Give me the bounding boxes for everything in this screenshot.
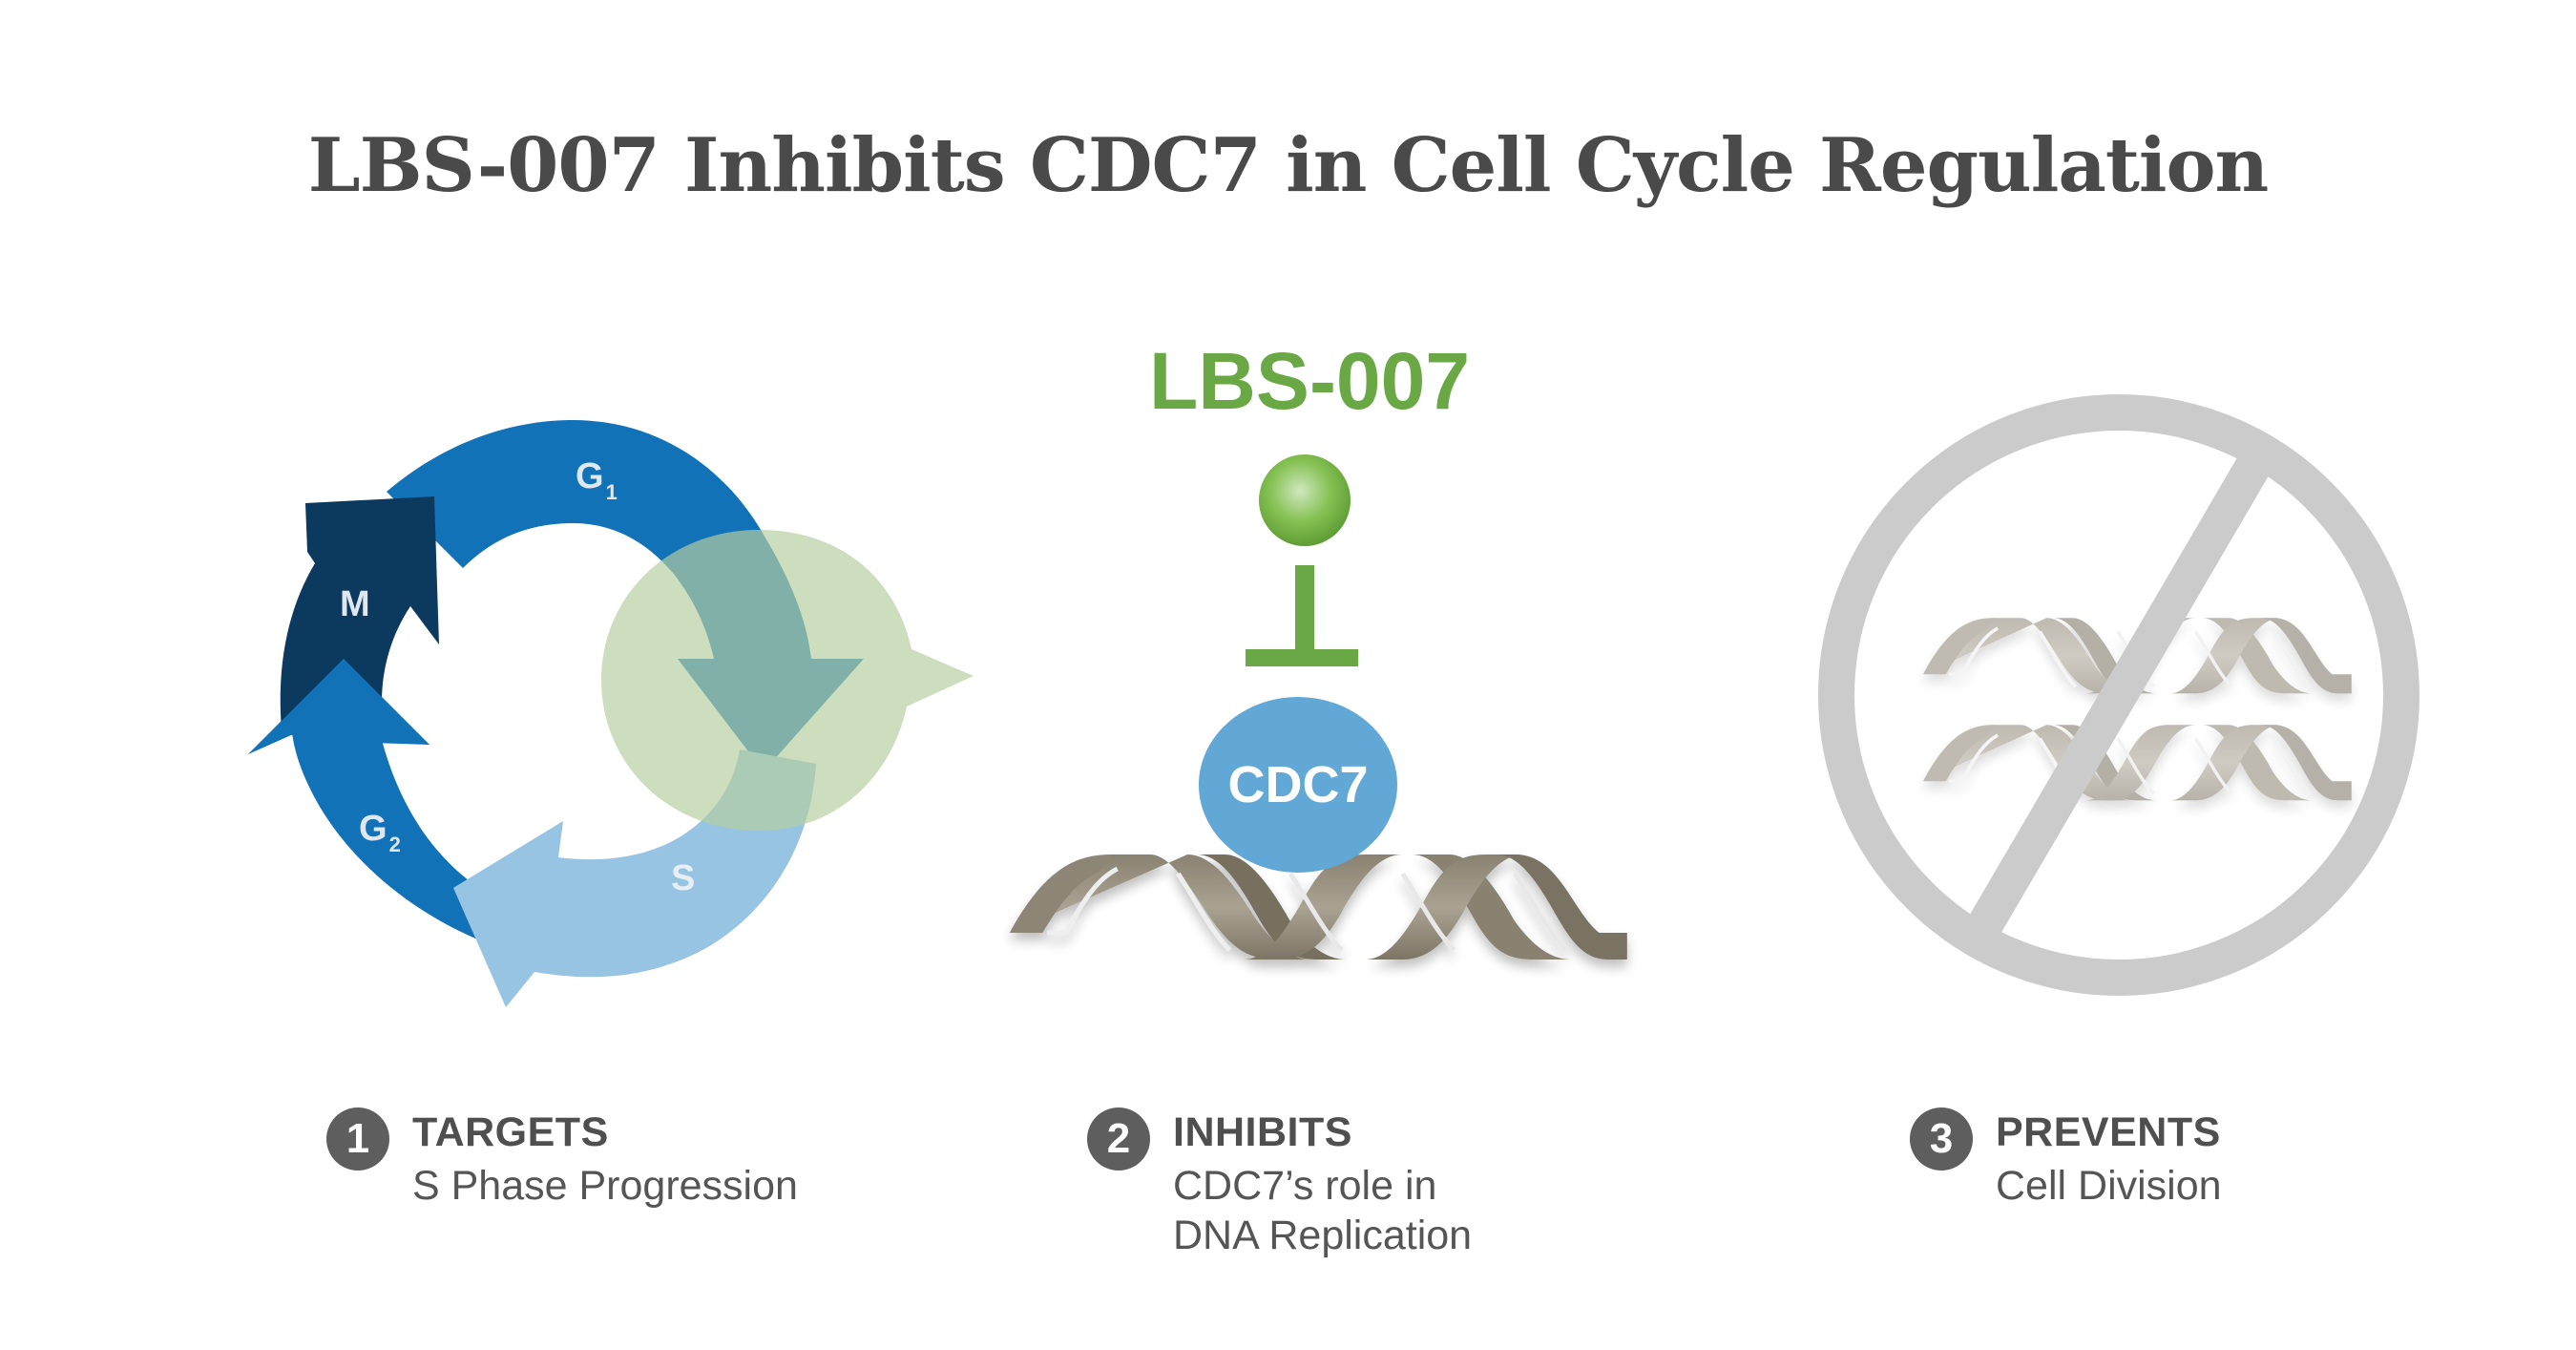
- dna-helix-bottom-icon: [1921, 723, 2354, 803]
- cdc7-label: CDC7: [1227, 756, 1368, 813]
- drug-label: LBS-007: [1149, 336, 1470, 426]
- prohibit-slash-icon: [1962, 445, 2276, 945]
- step-heading: TARGETS: [412, 1109, 609, 1155]
- page-title: LBS-007 Inhibits CDC7 in Cell Cycle Regu…: [307, 122, 2270, 209]
- cdc7-protein-icon: [1199, 697, 1397, 873]
- step-description: CDC7’s role in DNA Replication: [1173, 1163, 1473, 1258]
- drug-sphere-icon: [1259, 454, 1351, 546]
- phase-label-s: S: [671, 858, 695, 898]
- step-number-badge: 1: [326, 1107, 389, 1171]
- step-description: S Phase Progression: [412, 1163, 798, 1209]
- prohibit-circle-icon: [1818, 394, 2419, 996]
- step-heading: INHIBITS: [1173, 1109, 1352, 1155]
- mechanism-diagram: LBS-007 CDC7: [1010, 336, 1627, 960]
- step-number-badge: 3: [1910, 1107, 1973, 1171]
- phase-label-g1: G1: [576, 456, 618, 504]
- step-number-badge: 2: [1087, 1107, 1150, 1171]
- prohibited-division-diagram: [1818, 394, 2419, 996]
- s-phase-highlight: [601, 530, 974, 831]
- inhibition-bar-icon: [1246, 565, 1358, 666]
- m-arrow: [280, 496, 439, 730]
- step-description: Cell Division: [1996, 1163, 2222, 1209]
- phase-label-m: M: [340, 584, 370, 624]
- phase-label-g2: G2: [359, 809, 401, 856]
- cell-cycle-diagram: G1 M G2 S: [248, 420, 974, 1007]
- step-heading: PREVENTS: [1996, 1109, 2221, 1155]
